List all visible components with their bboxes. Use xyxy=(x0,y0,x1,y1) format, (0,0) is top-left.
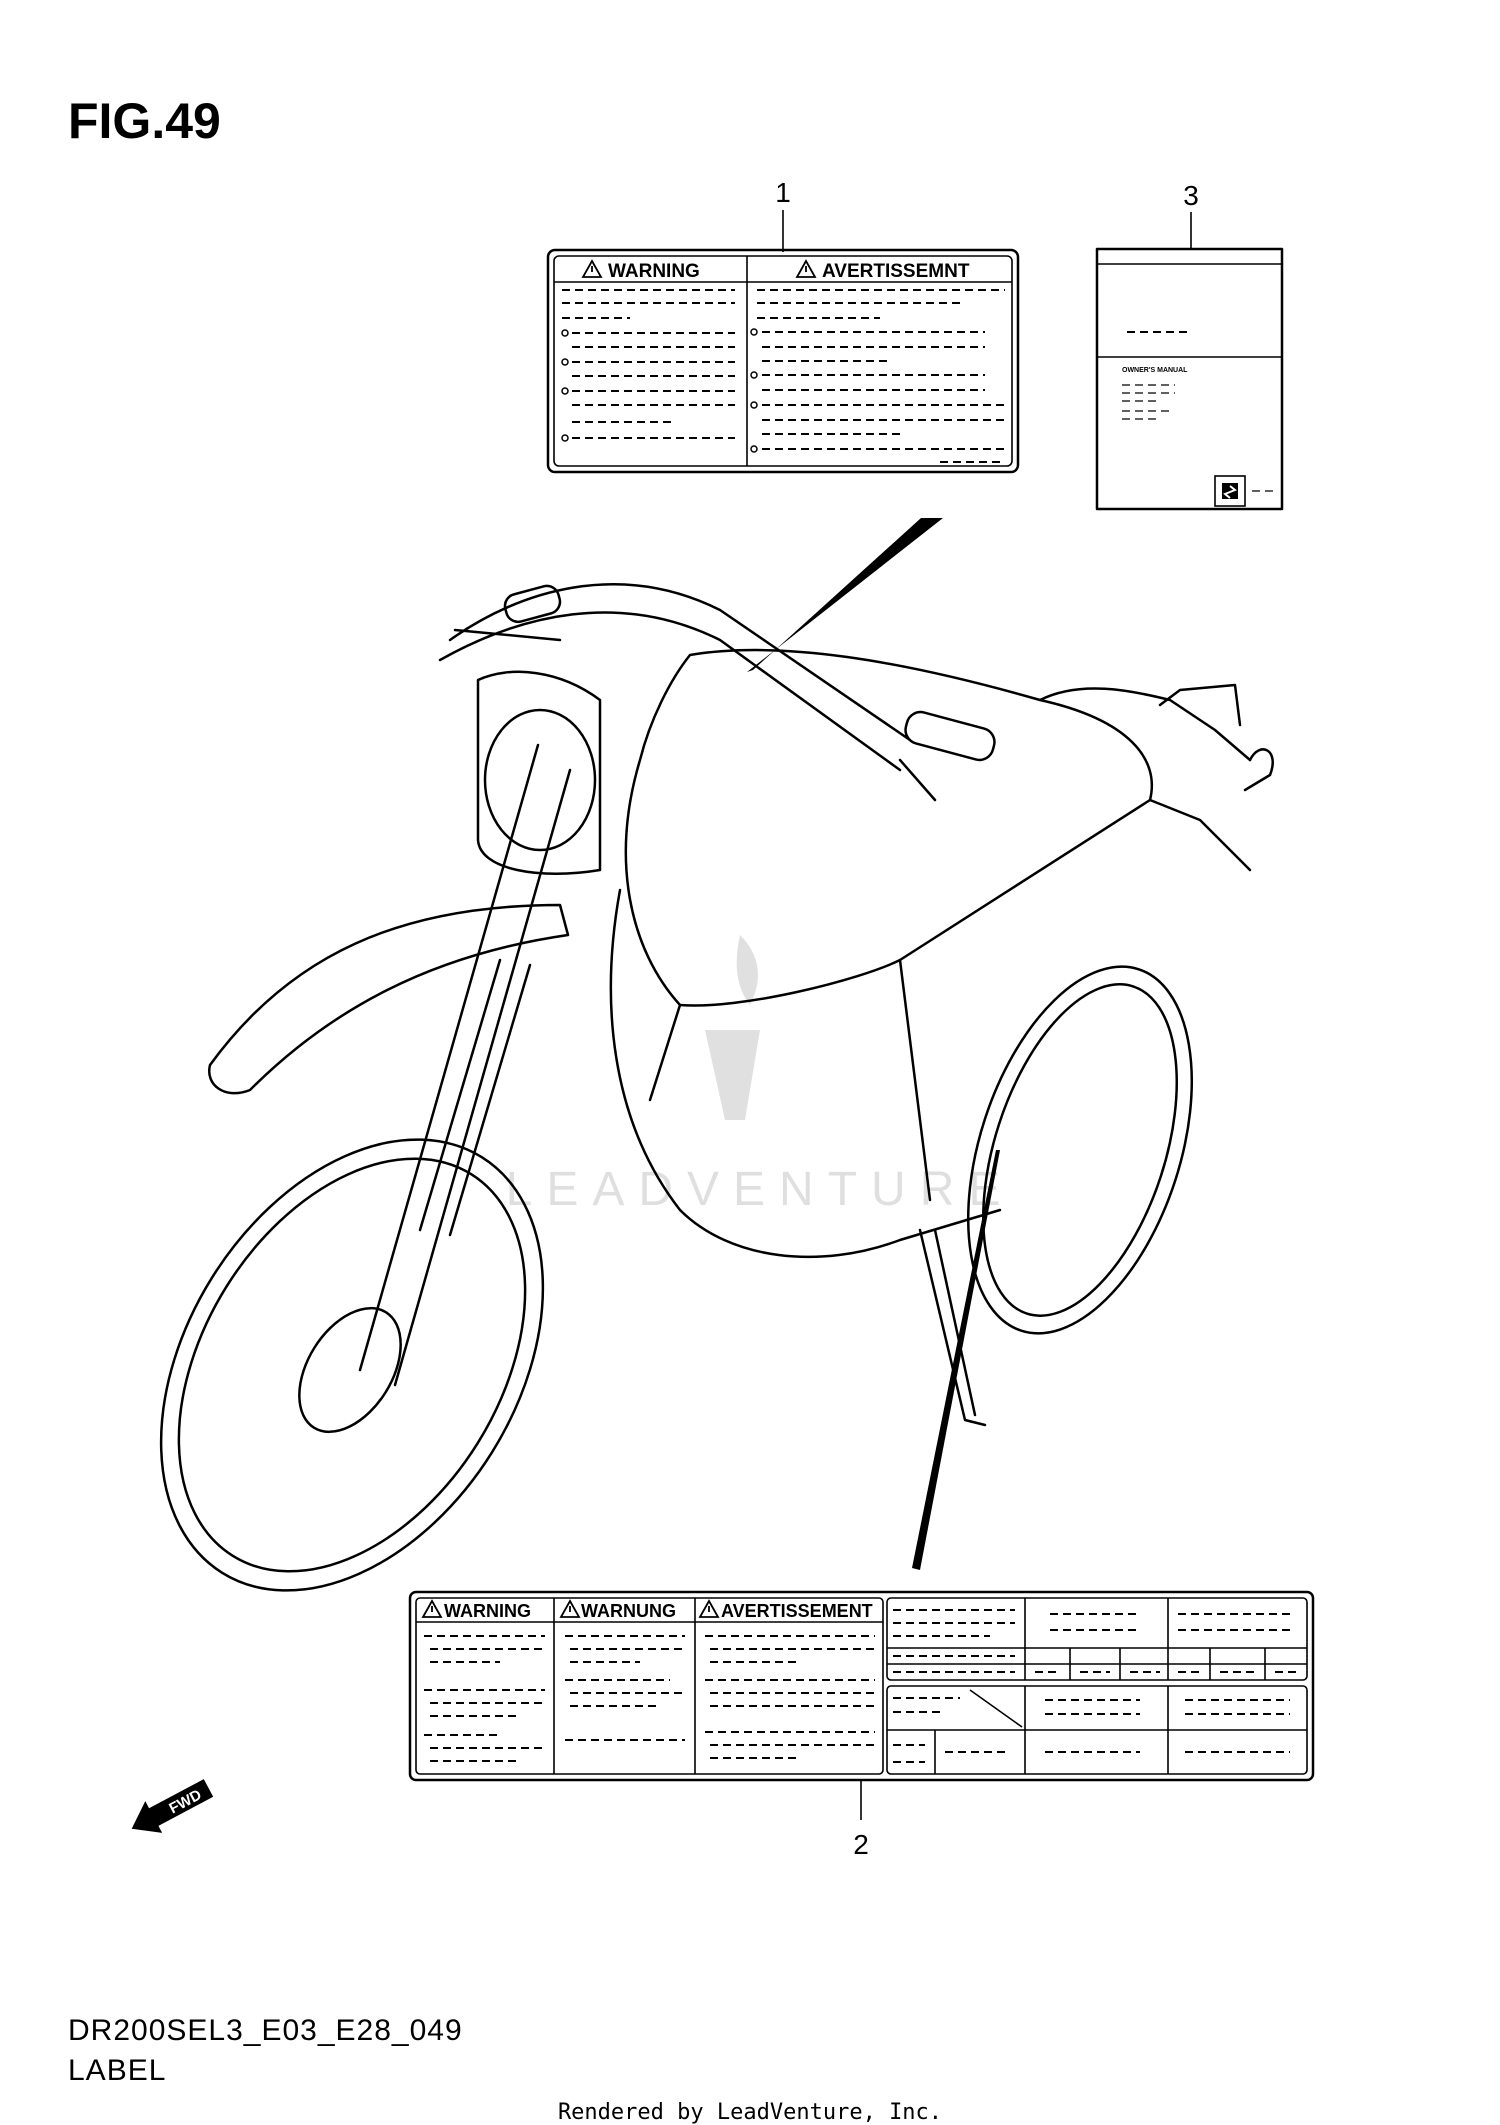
label-2-header-3: AVERTISSEMENT xyxy=(721,1601,873,1621)
label-2: WARNING WARNUNG AVERTISSEMENT xyxy=(408,1590,1315,1782)
warning-triangle-icon xyxy=(421,1599,443,1618)
callout-1: 1 xyxy=(775,177,791,208)
fwd-arrow-icon: FWD xyxy=(131,1779,214,1833)
watermark-text: LEADVENTURE xyxy=(506,1163,1015,1216)
warning-triangle-icon xyxy=(795,259,817,278)
label-1-header-right: AVERTISSEMNT xyxy=(822,261,970,282)
leader-label-2 xyxy=(912,1150,1000,1570)
callout-2: 2 xyxy=(853,1829,869,1860)
warning-triangle-icon xyxy=(559,1599,581,1618)
warning-triangle-icon xyxy=(581,259,603,278)
warning-triangle-icon xyxy=(698,1599,720,1618)
watermark: LEADVENTURE xyxy=(506,935,1015,1216)
diagram-code: DR200SEL3_E03_E28_049 xyxy=(68,2014,463,2047)
suzuki-logo-icon xyxy=(1222,483,1238,499)
diagram-name: LABEL xyxy=(68,2054,167,2087)
figure-title: FIG.49 xyxy=(68,93,221,149)
manual-title: OWNER'S MANUAL xyxy=(1122,367,1188,374)
label-1-header-left: WARNING xyxy=(608,261,700,282)
callout-3: 3 xyxy=(1183,180,1199,211)
leader-label-1 xyxy=(747,518,943,672)
label-2-header-1: WARNING xyxy=(444,1601,531,1621)
motorcycle-outline xyxy=(159,583,1274,1592)
label-1-text-lines xyxy=(561,289,1005,463)
label-2-header-2: WARNUNG xyxy=(581,1601,676,1621)
label-1: WARNING AVERTISSEMNT xyxy=(546,248,1020,474)
owners-manual: OWNER'S MANUAL xyxy=(1095,247,1284,511)
footer-credit: Rendered by LeadVenture, Inc. xyxy=(557,2100,943,2125)
